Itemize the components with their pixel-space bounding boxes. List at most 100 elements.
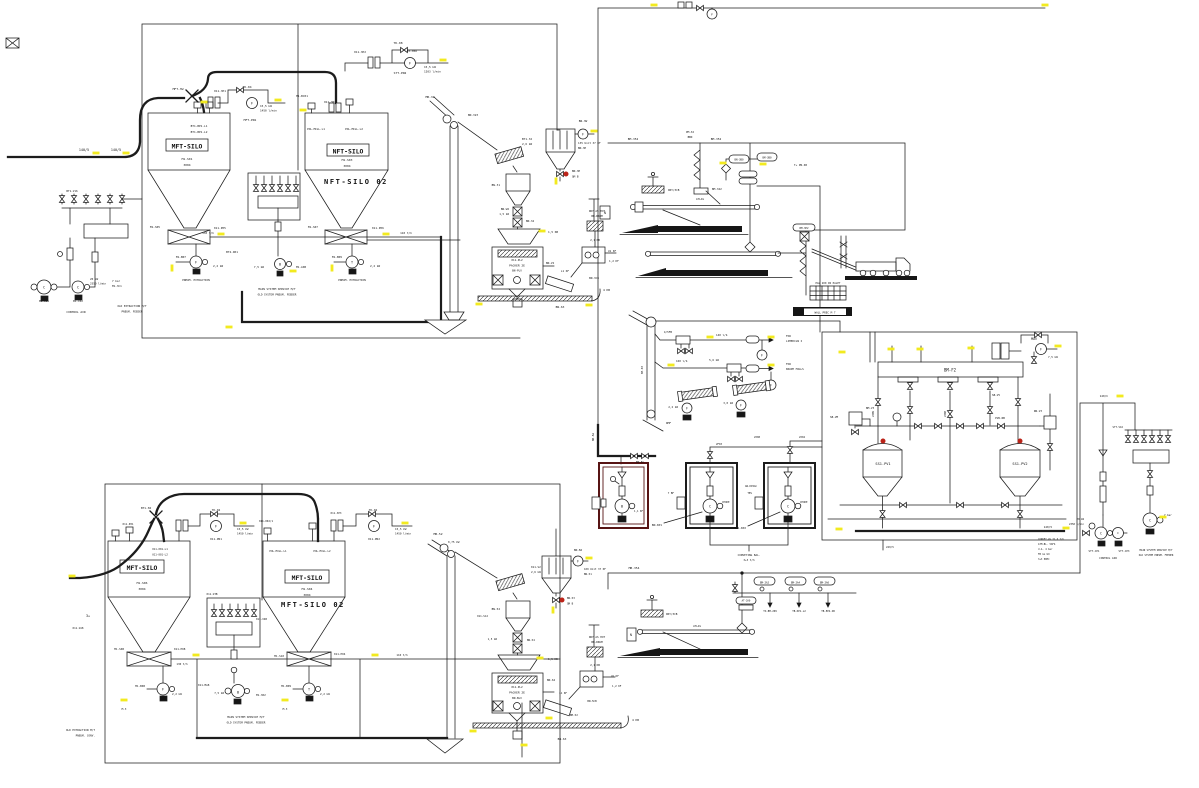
pressure-vessel-1 [862, 443, 903, 529]
diagram-label: TES [747, 491, 752, 495]
diagram-label: M1-S01 [182, 157, 193, 161]
diagram-label: ATLAS [693, 624, 701, 628]
diagram-label: BN-323 [468, 113, 478, 117]
distribution-line [607, 571, 1081, 634]
diagram-label: 20 kW [90, 277, 98, 281]
corner-stamp [5, 37, 20, 49]
level-probe-icon [307, 98, 354, 114]
chain-elevator-1 [693, 142, 709, 195]
diagram-label: BN-5CB [587, 699, 597, 703]
diagram-label: BT1-BP1-L1 [191, 124, 208, 128]
diagram-label: BM-V3 [866, 406, 874, 410]
flow-highlight-mark [239, 521, 247, 525]
pressure-vessel-2 [999, 443, 1041, 529]
packer-hopper-bot [497, 654, 541, 671]
diagram-label: d.A. 4 bar [1038, 548, 1053, 551]
top-frame [5, 7, 1046, 426]
diagram-label: 011-002/1 [259, 519, 273, 523]
diagram-label: 7,5 kW [1048, 355, 1058, 359]
feeder-pump-top-2 [333, 243, 364, 275]
diagram-label: 2,2 kW [370, 264, 380, 268]
diagram-label: 011-P01 [123, 522, 134, 526]
diagram-label: MAIN SYSTEM SERVICE M/T [227, 715, 265, 719]
diagram-label: 4/5FB [664, 330, 672, 334]
diagram-label: STT-V16 [1112, 425, 1123, 429]
flow-highlight-mark [1041, 3, 1049, 7]
flow-highlight-mark [585, 556, 593, 560]
flow-highlight-mark [299, 108, 307, 112]
surge-bin-bot [505, 600, 531, 656]
diagram-label: 011-VA8 [73, 626, 84, 630]
diagram-label: F [162, 687, 164, 691]
blower-top-1 [207, 86, 286, 109]
room-air-lines [709, 440, 823, 464]
diagram-label: M1-S10 [274, 654, 284, 658]
diagram-label: L1 KF [561, 269, 569, 273]
diagram-label: 4 KB [632, 718, 639, 722]
diagram-label: BN-62 [547, 678, 555, 682]
diagram-label: 7 BF [668, 491, 675, 495]
diagram-label: 1,5 KB [548, 657, 558, 661]
diagram-label: M1-3C1 [112, 284, 122, 288]
diagram-label: QM B [572, 175, 579, 179]
flow-highlight-mark [767, 363, 775, 367]
highlight-marks [68, 3, 1167, 747]
diagram-label: BN-DRUM [591, 640, 603, 644]
diagram-label: BN-5C [636, 460, 644, 464]
diagram-label: B [621, 505, 623, 509]
diagram-label: BN-3CB [589, 276, 599, 280]
diagram-label: BN-52 [492, 607, 501, 611]
diagram-label: PNEUM. EXTRACTION [338, 278, 366, 282]
diagram-label: F [770, 383, 772, 387]
diagram-label: BN-3H [578, 146, 586, 150]
control-station-right [1079, 402, 1173, 574]
diagram-label: FOR [786, 334, 791, 338]
diagram-label: T+ PN-08 [794, 163, 807, 167]
diagram-label: TK-08 [393, 41, 402, 45]
diagram-label: M1-S06 [137, 581, 148, 585]
diagram-label: N [630, 633, 632, 637]
diagram-label: 15,5 kW [237, 527, 249, 531]
diagram-label: F [373, 524, 375, 528]
diagram-label: F [195, 260, 197, 264]
diagram-label: 160 l/b [676, 359, 688, 363]
diagram-label: MFT-PN1 [244, 118, 257, 122]
flow-highlight-mark [590, 129, 598, 133]
diagram-label: C [77, 285, 79, 289]
diagram-label: TK-04 [242, 85, 251, 89]
diagram-label: ATLAS [696, 197, 704, 201]
diagram-label: F [215, 524, 217, 528]
silo2-inlet-fitting [328, 102, 342, 113]
diagram-label: BM-2A4 [791, 581, 801, 585]
diagram-label: F [686, 406, 688, 410]
diagram-label: 3004 [138, 587, 145, 591]
diagram-label: 011-PL2 [511, 258, 523, 262]
diagram-label: 2,2 kW [213, 264, 223, 268]
diagram-label: BM-2A0 [820, 581, 830, 585]
diagram-label: C [709, 505, 711, 509]
diagram-label: CONTROL AIR [1099, 556, 1117, 560]
diagram-label: BN-51 [584, 572, 592, 576]
diagram-label: F [409, 61, 411, 65]
diagram-label: CONVEY.AS 31,6 t/h [1038, 538, 1064, 541]
silo-top-2 [304, 98, 389, 245]
flow-highlight-mark [200, 100, 208, 104]
flow-highlight-mark [120, 698, 128, 702]
diagram-label: 2F03 [716, 442, 723, 446]
diagram-label: 100 Unit 37 KF [584, 567, 606, 571]
flow-highlight-mark [706, 335, 714, 339]
flow-highlight-mark [967, 346, 975, 350]
discharge-piping-top [209, 235, 468, 335]
valve-cluster-top-middle [247, 172, 301, 277]
packer-hopper-top [497, 228, 541, 245]
silo-bot-2-subtitle: MFT-SILO 02 [281, 601, 345, 609]
top-vent-line-cluster [677, 1, 718, 20]
diagram-label: 130 t/h [176, 662, 188, 666]
flow-highlight-mark [887, 347, 895, 351]
diagram-label: 140 l/b [716, 333, 728, 337]
receiving-hopper-bottom [425, 738, 465, 754]
diagram-label: BN-53 [567, 596, 575, 600]
diagram-label: BT1-32 [522, 137, 532, 141]
diagram-label: SB-V5 [992, 393, 1000, 397]
flow-highlight-mark [916, 347, 924, 351]
